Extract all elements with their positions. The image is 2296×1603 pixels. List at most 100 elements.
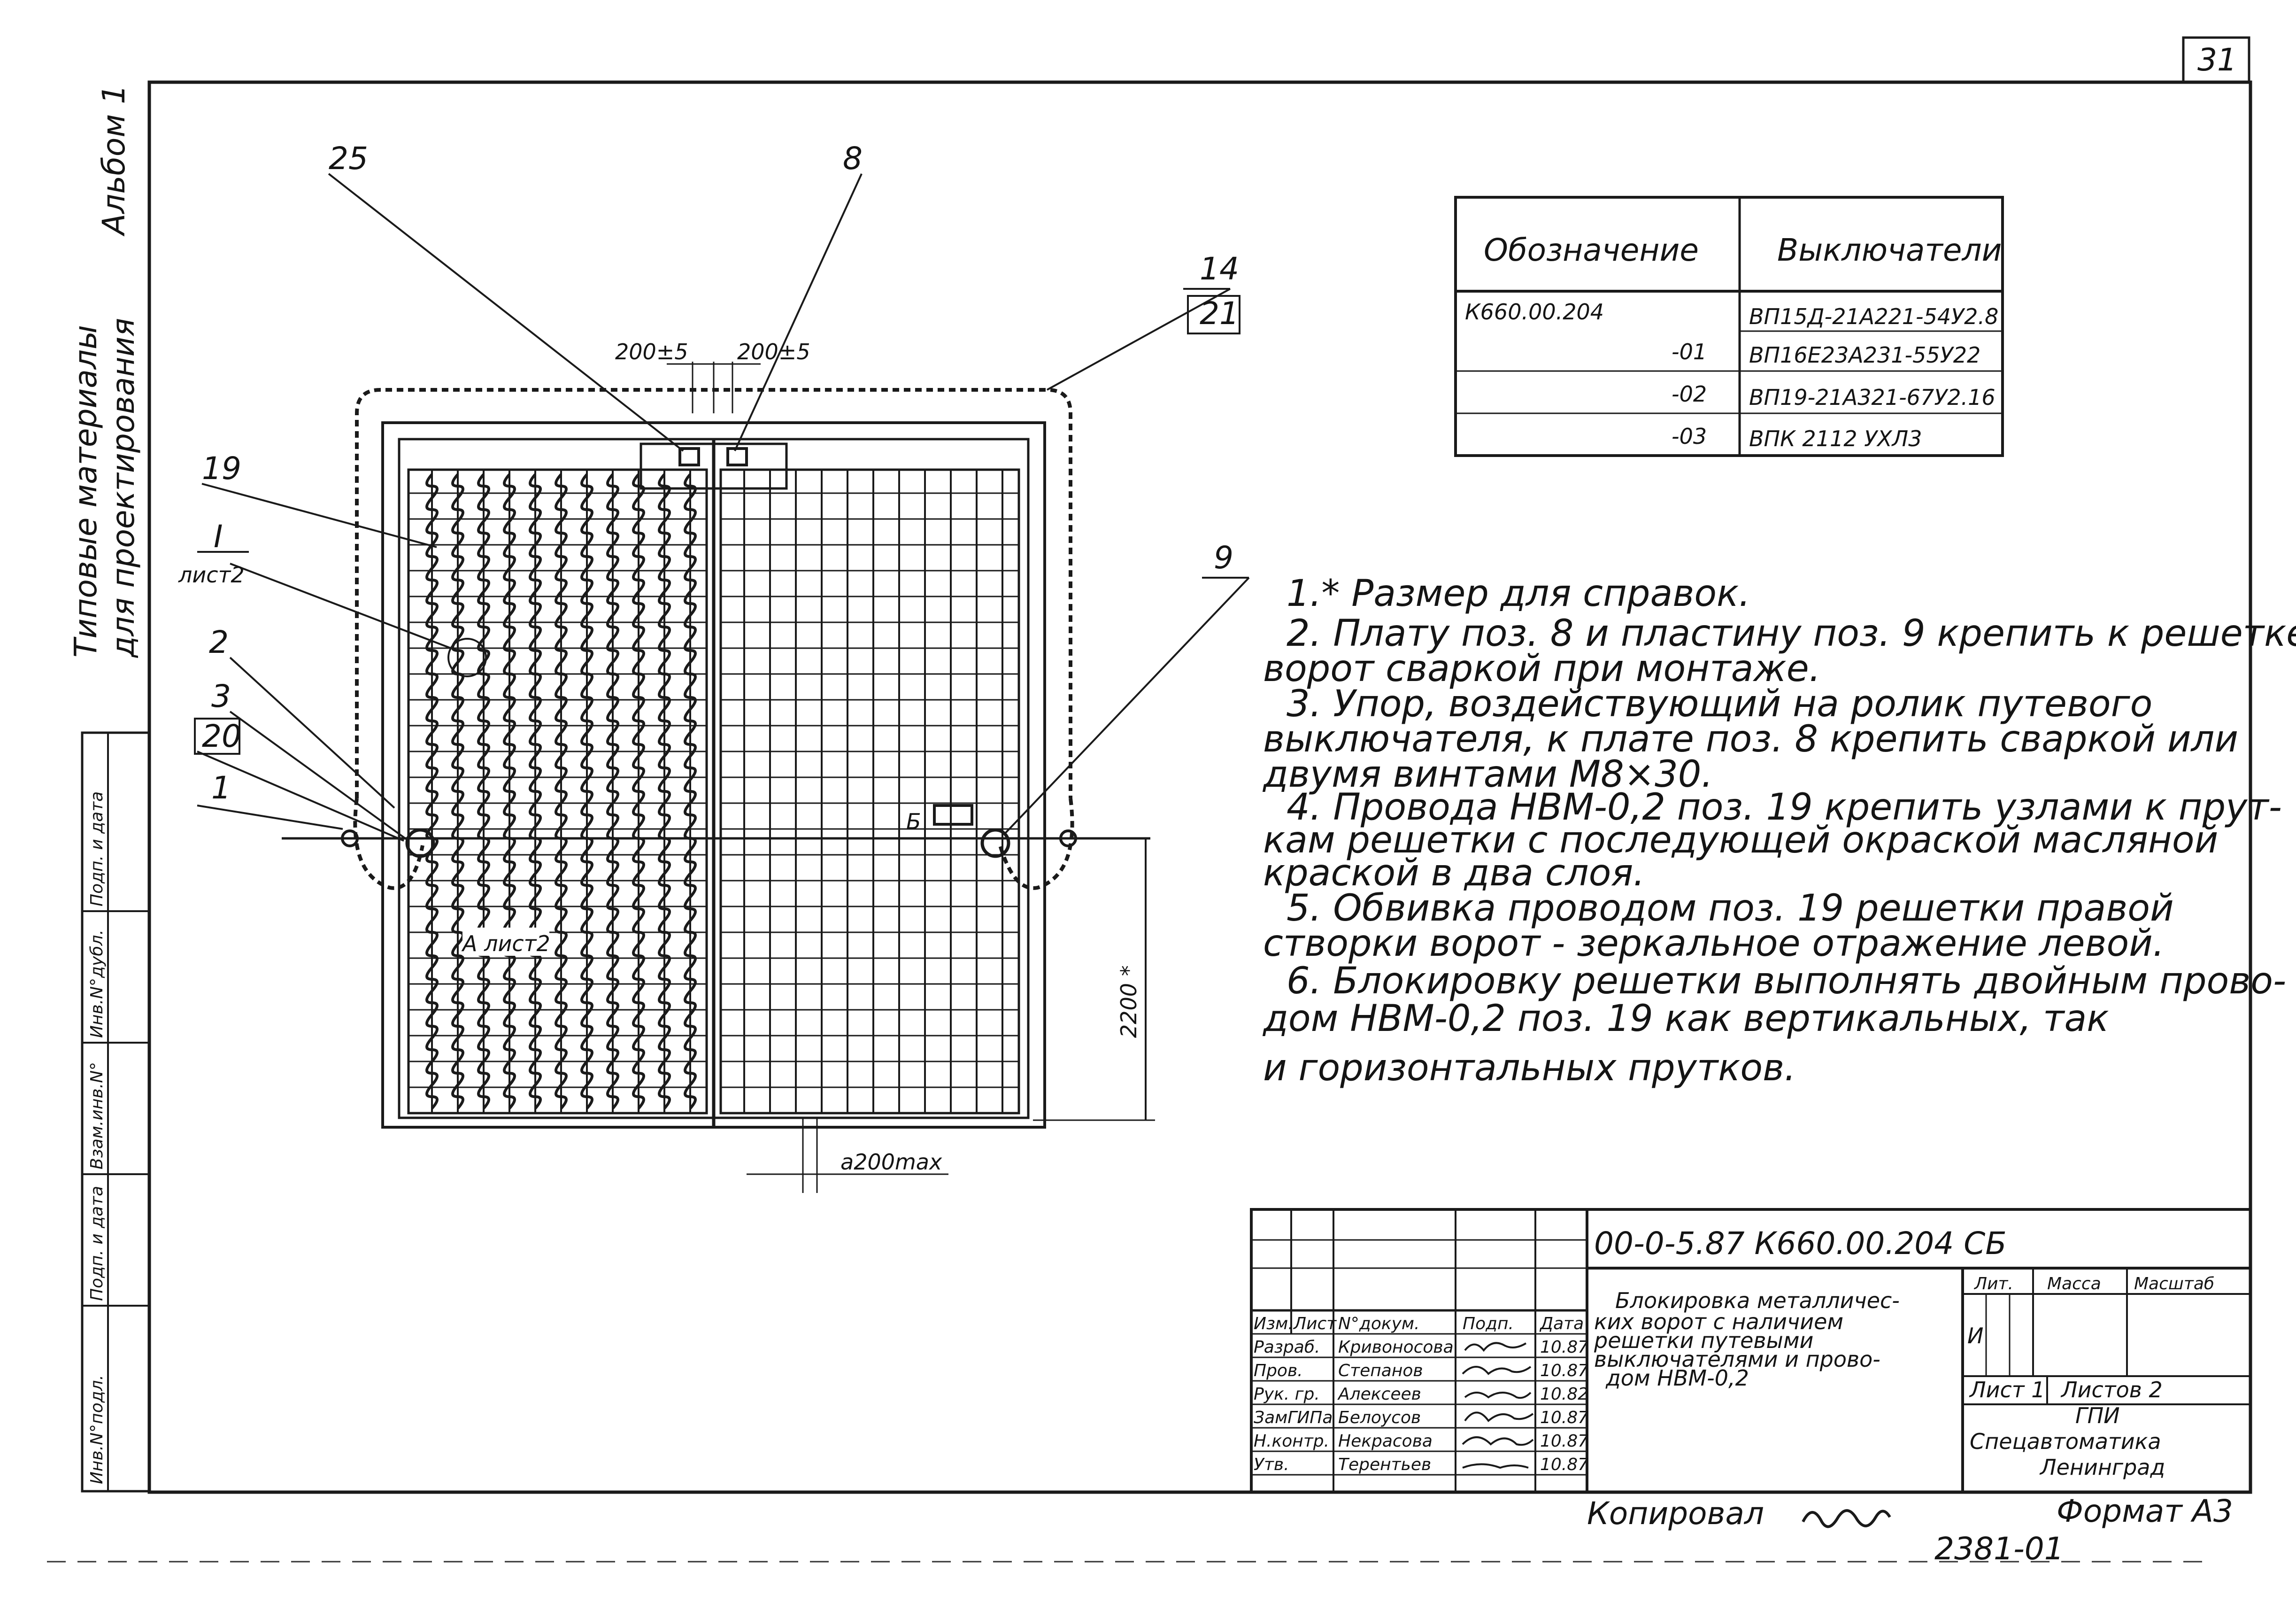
col-header-date: Дата <box>1539 1314 1584 1333</box>
hinge-left-outer <box>341 829 359 847</box>
spec-row-1-code: К660.00.204 <box>1465 299 1604 325</box>
left-leaf <box>407 468 708 1115</box>
wire-wrap-bar <box>606 473 619 1109</box>
side-field-4: Инв.N°дубл. <box>87 929 107 1038</box>
spec-row-3-code: -02 <box>1672 381 1707 407</box>
name-4: Белоусов <box>1338 1408 1421 1427</box>
copied-label: Копировал <box>1587 1495 1764 1532</box>
mass-header: Масса <box>2047 1274 2101 1293</box>
role-2: Пров. <box>1254 1361 1303 1380</box>
wire-wrap-bar <box>684 473 697 1109</box>
title-line-1: Блокировка металличес- <box>1615 1288 1900 1313</box>
wire-loop-left <box>353 798 424 890</box>
callout-25: 25 <box>329 140 368 177</box>
copier-signature <box>1802 1509 1891 1528</box>
wire-wrap-bar <box>451 473 464 1109</box>
sheet-number-box: 31 <box>2182 36 2250 84</box>
sheet-number: 31 <box>2197 42 2237 78</box>
note-line-9: краской в два слоя. <box>1263 852 1645 894</box>
dim-text-height: 2200 * <box>1116 965 1141 1038</box>
spec-table: Обозначение Выключатели К660.00.204 ВП15… <box>1454 196 2004 457</box>
leader-lines <box>197 173 1250 842</box>
right-leaf <box>719 468 1020 1115</box>
view-mark-I: I <box>214 519 223 555</box>
col-header-signature: Подп. <box>1463 1314 1514 1333</box>
notes: 1.* Размер для справок. 2. Плату поз. 8 … <box>1262 573 2296 1089</box>
note-line-5: выключателя, к плате поз. 8 крепить свар… <box>1263 718 2238 760</box>
role-6: Утв. <box>1254 1455 1289 1474</box>
note-line-8: кам решетки с последующей окраской масля… <box>1263 819 2218 861</box>
view-mark-sheet: лист2 <box>178 562 245 588</box>
name-6: Терентьев <box>1338 1455 1431 1474</box>
callout-20-box <box>194 718 240 755</box>
switch-9 <box>980 828 1010 858</box>
wire-wrap-bar <box>580 473 593 1109</box>
role-3: Рук. гр. <box>1254 1385 1320 1404</box>
view-A-label-bg <box>462 928 549 956</box>
side-stamp-line2: для проектирования <box>105 318 141 658</box>
callout-19: 19 <box>202 450 241 487</box>
wire-loop-right <box>998 798 1074 890</box>
org-line-1: ГПИ <box>2075 1403 2120 1428</box>
role-5: Н.контр. <box>1254 1432 1329 1451</box>
title-block: 00-0-5.87 К660.00.204 СБ Изм. Лист N°док… <box>1250 1208 2252 1494</box>
plate-8 <box>639 442 788 490</box>
callout-21-box <box>1187 295 1240 334</box>
spec-row-2-code: -01 <box>1672 339 1707 364</box>
role-1: Разраб. <box>1254 1338 1320 1357</box>
side-stamp-line1: Типовые материалы <box>68 325 104 658</box>
date-5: 10.87 <box>1540 1432 1588 1451</box>
gate-drawing <box>282 362 1155 1193</box>
side-field-1: Инв.N°подл. <box>87 1375 107 1484</box>
spec-row-1-switch: ВП15Д-21А221-54У2.8 <box>1749 304 1998 329</box>
inventory-number: 2381-01 <box>1934 1531 2064 1567</box>
note-line-11: створки ворот - зеркальное отражение лев… <box>1263 922 2165 965</box>
note-line-13: дом НВМ-0,2 поз. 19 как вертикальных, та… <box>1262 998 2109 1040</box>
wire-wrapping-left <box>425 473 697 1109</box>
callout-1: 1 <box>211 770 231 806</box>
name-5: Некрасова <box>1338 1432 1433 1451</box>
note-line-2: 2. Плату поз. 8 и пластину поз. 9 крепит… <box>1287 612 2296 655</box>
view-B-label: Б <box>906 809 921 834</box>
spec-row-3-switch: ВП19-21А321-67У2.16 <box>1749 385 1996 410</box>
date-6: 10.87 <box>1540 1455 1588 1474</box>
spec-row-2-switch: ВП16Е23А231-55У22 <box>1749 342 1980 368</box>
name-3: Алексеев <box>1337 1385 1421 1404</box>
side-field-3: Взам.инв.N° <box>87 1062 107 1169</box>
title-line-5: дом НВМ-0,2 <box>1605 1365 1749 1391</box>
name-1: Кривоносова <box>1338 1338 1454 1357</box>
org-line-2: Спецавтоматика <box>1970 1429 2161 1454</box>
callout-9: 9 <box>1214 540 1233 576</box>
hinge-right-outer <box>1059 829 1077 847</box>
col-header-doc: N°докум. <box>1338 1314 1420 1333</box>
callout-8: 8 <box>843 140 863 177</box>
lit-value: И <box>1967 1323 1983 1348</box>
wire-wrap-bar <box>503 473 516 1109</box>
dim-text-gap: а200max <box>840 1149 942 1175</box>
callout-2: 2 <box>209 624 229 660</box>
wire-wrap-bar <box>425 473 439 1109</box>
callout-21: 21 <box>1200 295 1239 332</box>
wire-wrap-bar <box>632 473 645 1109</box>
wire-wrap-bar <box>529 473 542 1109</box>
note-line-3: ворот сваркой при монтаже. <box>1263 648 1820 690</box>
name-2: Степанов <box>1338 1361 1423 1380</box>
note-line-12: 6. Блокировку решетки выполнять двойным … <box>1287 960 2286 1002</box>
note-line-7: 4. Провода НВМ-0,2 поз. 19 крепить узлам… <box>1287 786 2282 829</box>
album-label: Альбом 1 <box>96 85 132 237</box>
note-line-1: 1.* Размер для справок. <box>1287 573 1750 615</box>
format-label: Формат А3 <box>2057 1493 2233 1529</box>
date-2: 10.87 <box>1540 1361 1588 1380</box>
note-line-14: и горизонтальных прутков. <box>1263 1047 1796 1089</box>
title-line-3: решетки путевыми <box>1594 1328 1813 1353</box>
view-A-label: А лист2 <box>461 931 550 956</box>
col-header-sheet: Лист <box>1293 1314 1337 1333</box>
title-line-4: выключателями и прово- <box>1594 1347 1880 1372</box>
col-header-change: Изм. <box>1254 1314 1294 1333</box>
side-field-5: Подп. и дата <box>87 791 107 906</box>
switch-2 <box>405 828 435 858</box>
view-I-circle <box>447 638 487 677</box>
role-4: ЗамГИПа <box>1254 1408 1333 1427</box>
side-field-2: Подп. и дата <box>87 1186 107 1301</box>
